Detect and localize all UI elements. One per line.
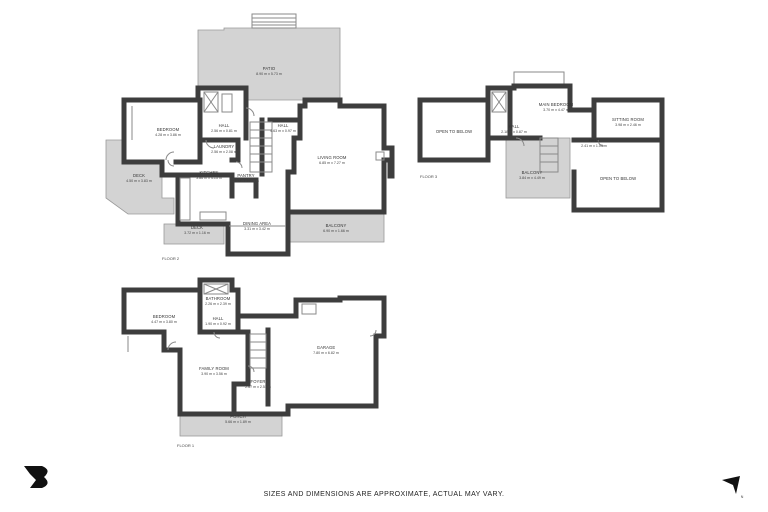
room-name: DINING AREA <box>243 221 271 226</box>
floor-1-exterior-wall <box>121 277 387 417</box>
room-dims: 4.63 m x 0.97 m <box>270 129 296 133</box>
room-dims: 3.90 m x 3.56 m <box>201 372 227 376</box>
room-name: BEDROOM <box>157 127 180 132</box>
compass-label: N <box>741 495 744 499</box>
floor-2-kitchen-wall <box>175 172 235 199</box>
room-dims: 2.67 m x 2.51 m <box>245 385 271 389</box>
room-dims: 7.80 m x 6.82 m <box>313 351 339 355</box>
room-name: SITTING ROOM <box>612 117 644 122</box>
room-name: HALL <box>509 124 520 129</box>
room-dims: 3.86 m x 4.13 m <box>196 176 222 180</box>
room-dims: 3.98 m x 2.46 m <box>615 123 641 127</box>
room-name: BALCONY <box>326 223 347 228</box>
floor-3-stairs <box>539 137 559 173</box>
room-name: BALCONY <box>522 170 543 175</box>
room-name: LIVING ROOM <box>317 155 346 160</box>
floor-3-balcony-area <box>505 137 571 199</box>
room-name: PATIO <box>263 66 276 71</box>
room-name: HALL <box>589 138 600 143</box>
kitchen-counter <box>179 177 191 221</box>
garage-fixture <box>301 303 317 315</box>
room-name: FOYER <box>251 379 266 384</box>
floor-2-plan: PATIO 8.90 m x 5.73 m BEDROOM 4.28 m x 3… <box>105 13 395 261</box>
brand-logo <box>24 466 48 488</box>
floor-2-laundry-wall <box>197 137 241 163</box>
room-dims: 6.85 m x 7.27 m <box>319 161 345 165</box>
room-name: BATHROOM <box>206 296 231 301</box>
room-name: KITCHEN <box>199 170 218 175</box>
floor-2-bedroom-wall <box>173 97 203 165</box>
room-dims: 5.66 m x 1.89 m <box>225 420 251 424</box>
room-name: DECK <box>191 225 203 230</box>
room-dims: 3.31 m x 3.42 m <box>244 227 270 231</box>
room-name: GARAGE <box>317 345 336 350</box>
room-dims: 2.56 m x 2.08 m <box>211 150 237 154</box>
floor-3-bath-fixture <box>491 91 507 113</box>
floor-2-pantry-wall <box>229 177 259 199</box>
room-name: BEDROOM <box>153 314 176 319</box>
floor-3-plan: OPEN TO BELOW MAIN BEDROOM 3.70 m x 4.47… <box>417 71 665 213</box>
floor-2-label: FLOOR 2 <box>162 256 180 261</box>
bathroom-fixture <box>203 283 229 295</box>
room-name: HALL <box>278 123 289 128</box>
room-dims: 6.90 m x 1.66 m <box>323 229 349 233</box>
kitchen-island <box>199 211 227 221</box>
patio-stairs <box>251 13 297 29</box>
room-name: HALL <box>213 316 224 321</box>
floor-3-open-below-left <box>417 97 491 163</box>
room-dims: 4.47 m x 3.80 m <box>151 320 177 324</box>
room-dims: 2.26 m x 2.39 m <box>205 302 231 306</box>
room-name: DECK <box>133 173 145 178</box>
room-dims: 1.90 m x 0.92 m <box>205 322 231 326</box>
room-name: FAMILY ROOM <box>199 366 229 371</box>
bath-fixture <box>203 91 219 113</box>
fireplace <box>375 151 385 161</box>
floor-1-stairs <box>249 333 267 369</box>
floor-2-stairs <box>249 121 273 173</box>
room-dims: 4.50 m x 3.83 m <box>126 179 152 183</box>
room-dims: 8.90 m x 5.73 m <box>256 72 282 76</box>
floor-2-interior-walls <box>121 85 249 103</box>
floor-3-label: FLOOR 3 <box>420 174 438 179</box>
disclaimer-text: SIZES AND DIMENSIONS ARE APPROXIMATE, AC… <box>264 491 505 498</box>
room-dims: 2.41 m x 1.03 m <box>581 144 607 148</box>
north-arrow-icon: N <box>722 476 744 499</box>
room-dims: 3.70 m x 4.47 m <box>543 108 569 112</box>
room-dims: 4.28 m x 3.86 m <box>155 133 181 137</box>
floor-1-plan: BATHROOM 2.26 m x 2.39 m BEDROOM 4.47 m … <box>121 277 387 448</box>
room-dims: 2.56 m x 0.81 m <box>211 129 237 133</box>
room-name: OPEN TO BELOW <box>436 129 472 134</box>
balcony-area <box>287 211 385 243</box>
floor-1-label: FLOOR 1 <box>177 443 195 448</box>
room-dims: 3.72 m x 1.16 m <box>184 231 210 235</box>
room-dims: 3.84 m x 4.49 m <box>519 176 545 180</box>
room-name: OPEN TO BELOW <box>600 176 636 181</box>
room-name: PORCH <box>230 414 246 419</box>
room-name: HALL <box>219 123 230 128</box>
room-dims: 1.82 m x 1.08 m <box>233 179 259 183</box>
room-dims: 2.18 m x 0.87 m <box>501 130 527 134</box>
room-name: MAIN BEDROOM <box>539 102 574 107</box>
room-name: LAUNDRY <box>214 144 235 149</box>
room-name: PANTRY <box>237 173 254 178</box>
